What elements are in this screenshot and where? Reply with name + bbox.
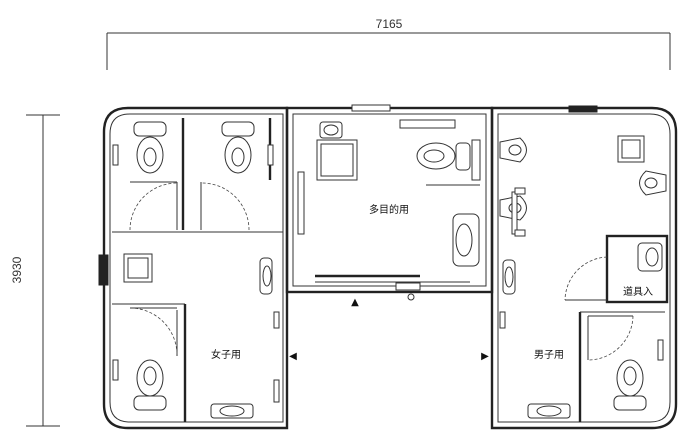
washbasin-icon [319,121,343,139]
multipurpose-room-label: 多目的用 [369,203,409,216]
multipurpose-entrance-marker: ▲ [351,297,359,308]
storage-room-label: 道具入 [623,285,653,298]
washbasin-icon [452,213,480,267]
square-fixture-icon [316,139,358,181]
square-fixture-icon [617,135,645,163]
urinal-icon [639,170,667,196]
toilet-icon [133,121,167,174]
womens-room-label: 女子用 [211,348,241,361]
toilet-icon [613,359,647,411]
mens-module: 道具入 男子用 [490,105,678,430]
sink-icon [637,242,663,272]
toilet-icon [416,142,471,171]
width-dimension-label: 7165 [376,17,403,31]
mens-room-label: 男子用 [534,349,564,361]
width-dimension: 7165 [106,17,671,70]
womens-module: 女子用 [98,106,289,430]
mens-entrance-marker: ▶ [481,351,489,362]
window-top-center [351,104,391,112]
window-left [98,254,109,286]
square-fixture-icon [123,253,153,283]
sink-icon [527,403,571,419]
height-dimension: 3930 [10,114,60,427]
multipurpose-module: 多目的用 ▲ [285,104,494,308]
urinal-icon [259,257,273,295]
womens-entrance-marker: ◀ [289,351,297,362]
height-dimension-label: 3930 [10,256,24,283]
urinal-icon [502,259,516,295]
urinal-icon [499,137,527,163]
toilet-icon [133,359,167,411]
toilet-icon [221,121,255,174]
sink-icon [210,403,254,419]
window-top-right [568,105,598,113]
